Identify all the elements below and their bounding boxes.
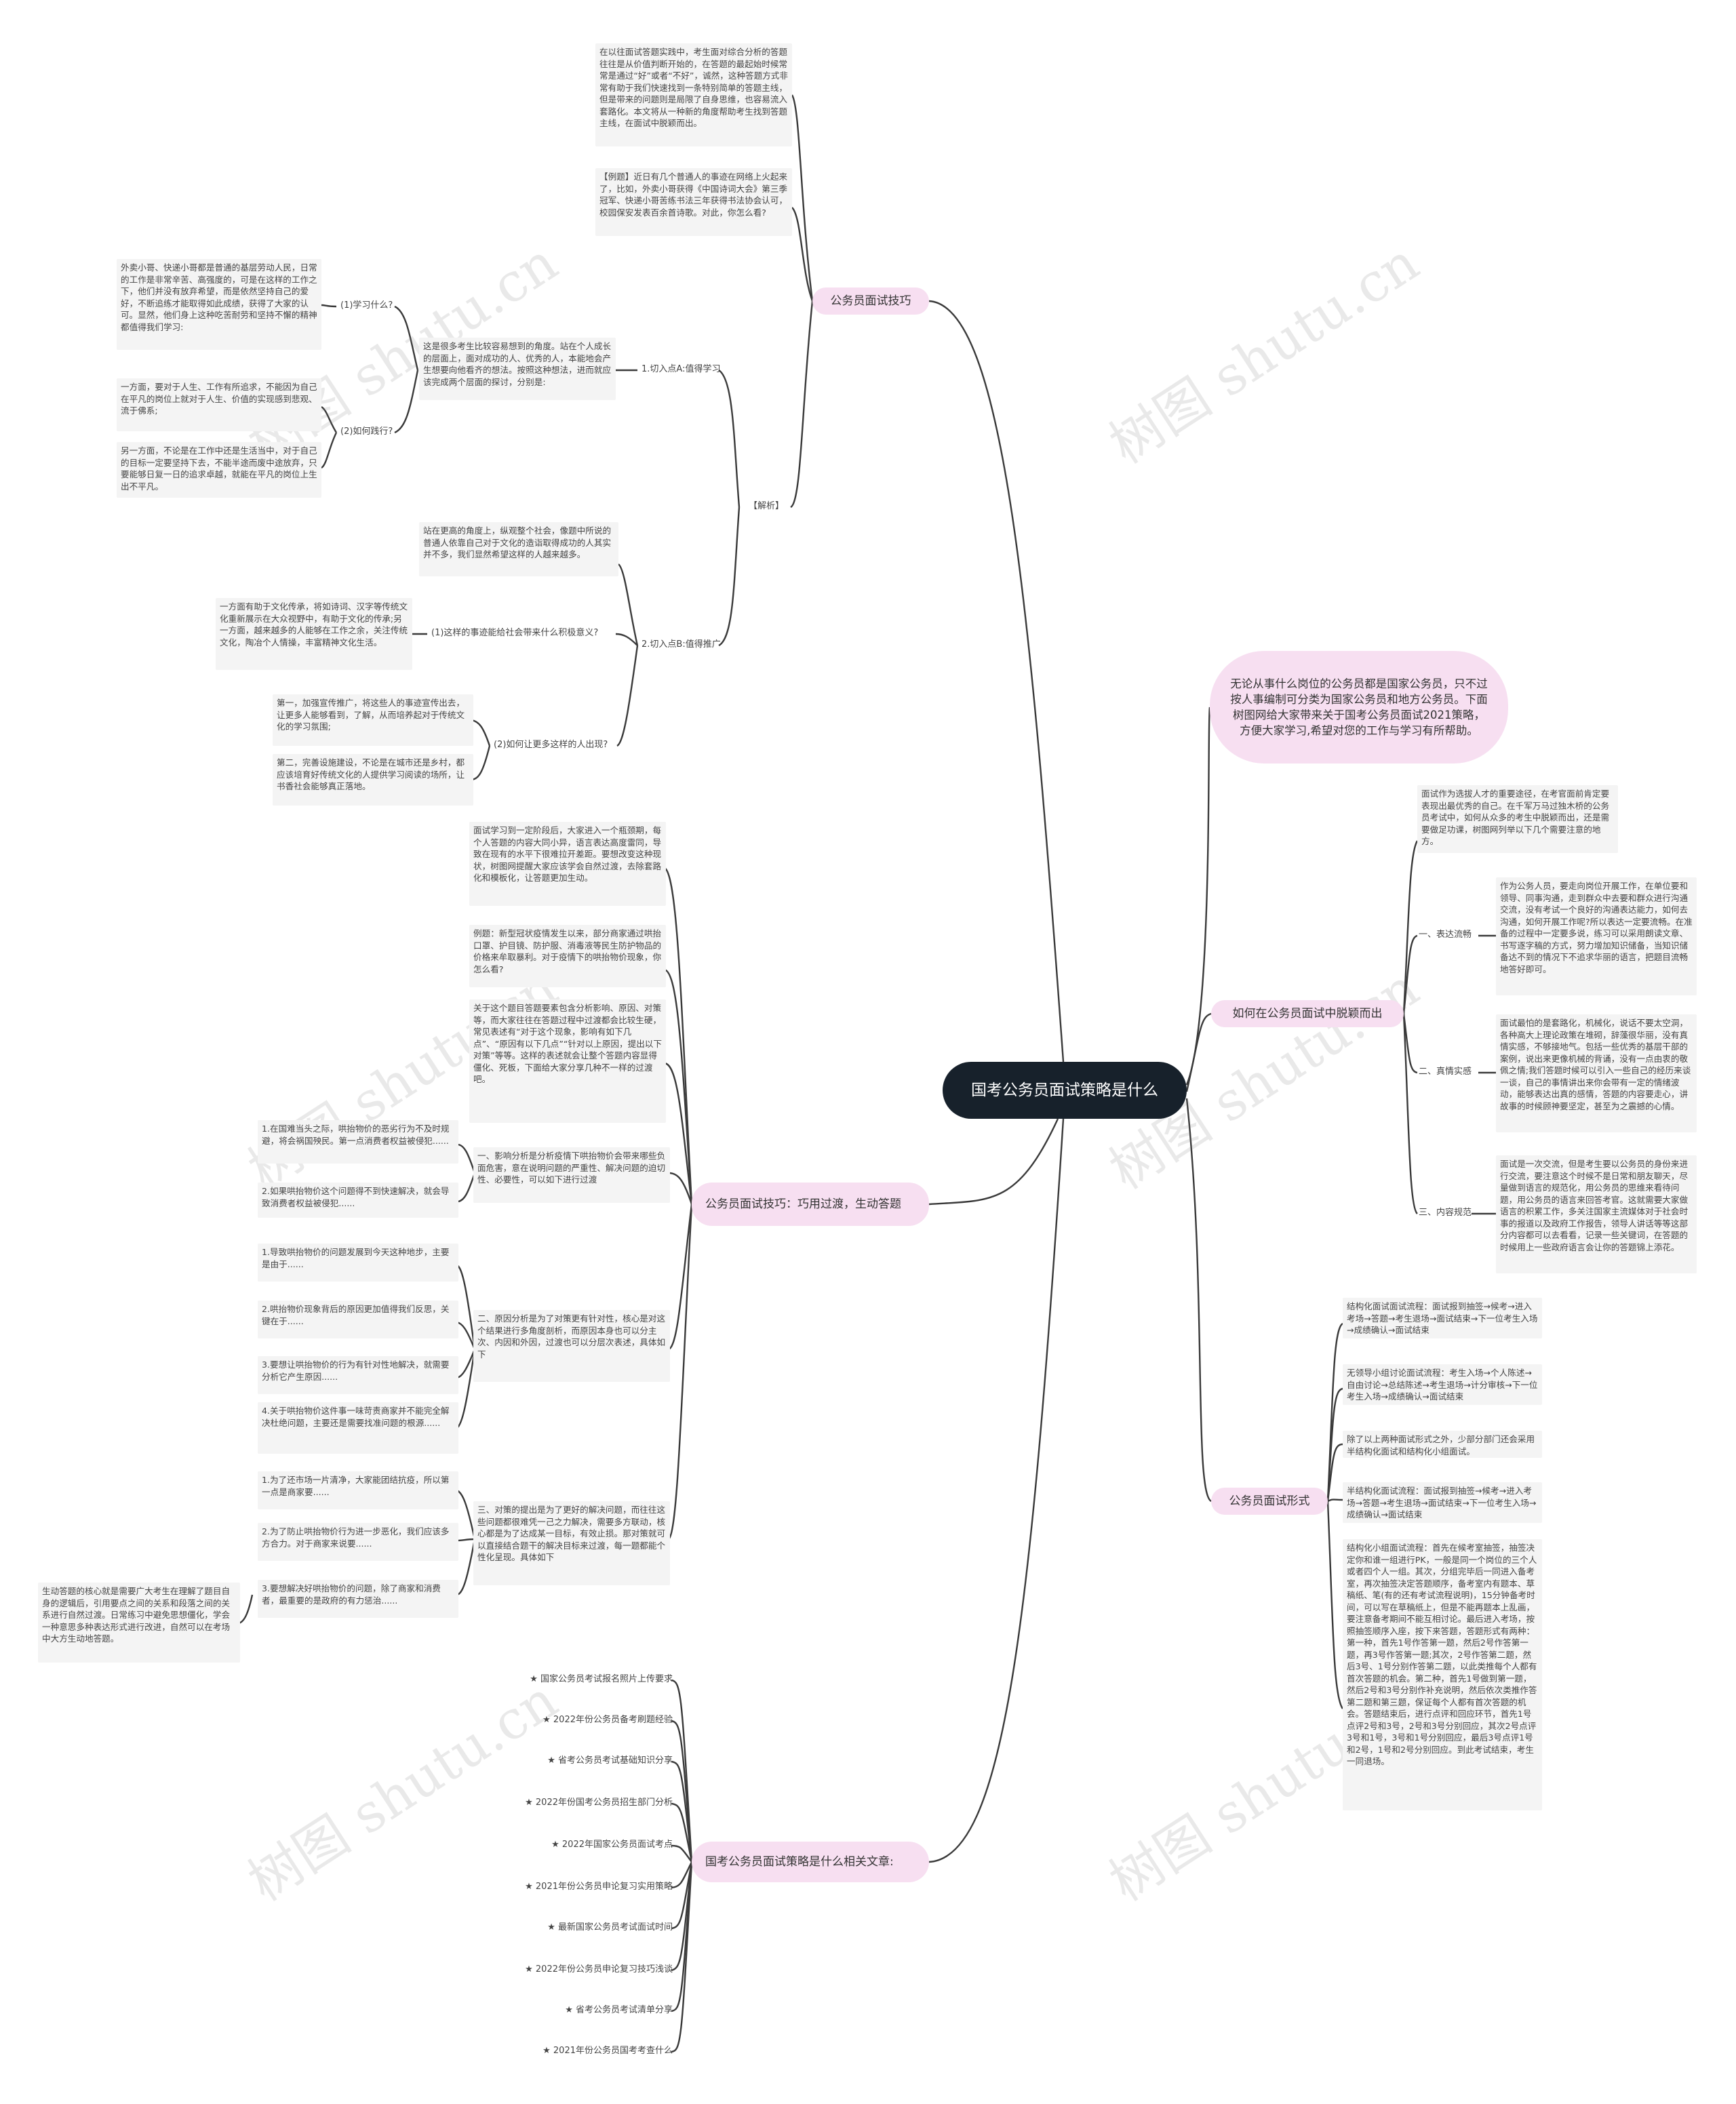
related-article-link[interactable]: ★ 省考公务员考试清单分享 — [565, 2005, 673, 2015]
intro-node[interactable]: 无论从事什么岗位的公务员都是国家公务员，只不过按人事编制可分类为国家公务员和地方… — [1210, 651, 1508, 763]
point-a-q2[interactable]: (2)如何践行? — [340, 426, 393, 437]
part3-item: 1.为了还市场一片清净，大家能团结抗疫，所以第一点是商家要...... — [258, 1471, 458, 1509]
standout-item1-label[interactable]: 一、表达流畅 — [1419, 930, 1472, 940]
standout-intro: 面试作为选拔人才的重要途径，在考官面前肯定要表现出最优秀的自己。在千军万马过独木… — [1417, 785, 1618, 853]
format-item: 半结构化面试流程：面试报到抽签→候考→进入考场→答题→考生退场→面试结束→下一位… — [1343, 1482, 1542, 1523]
transition-intro2: 例题：新型冠状疫情发生以来，部分商家通过哄抬口罩、护目镜、防护服、消毒液等民生防… — [469, 925, 666, 987]
related-article-link[interactable]: ★ 国家公务员考试报名照片上传要求 — [530, 1674, 673, 1684]
point-b-q2-text2: 第二，完善设施建设，不论是在城市还是乡村，都应该培育好传统文化的人提供学习阅读的… — [273, 754, 473, 806]
related-article-link[interactable]: ★ 2021年份公务员申论复习实用策略 — [525, 1882, 673, 1892]
skills-example-note: 【例题】近日有几个普通人的事迹在网络上火起来了，比如，外卖小哥获得《中国诗词大会… — [595, 168, 792, 236]
part2-text: 二、原因分析是为了对策更有针对性，核心是对这个结果进行多角度剖析，而原因本身也可… — [473, 1310, 670, 1382]
format-item: 除了以上两种面试形式之外，少部分部门还会采用半结构化面试和结构化小组面试。 — [1343, 1431, 1542, 1458]
point-a-q2-text1: 一方面，要对于人生、工作有所追求，不能因为自己在平凡的岗位上就对于人生、价值的实… — [117, 378, 321, 431]
part1-text: 一、影响分析是分析疫情下哄抬物价会带来哪些负面危害，意在说明问题的严重性、解决问… — [473, 1147, 670, 1203]
point-a-q1-text: 外卖小哥、快递小哥都是普通的基层劳动人民，日常的工作是非常辛苦、高强度的，可是在… — [117, 259, 321, 350]
point-b-q1-text: 一方面有助于文化传承，将如诗词、汉字等传统文化重新展示在大众视野中，有助于文化的… — [216, 598, 412, 670]
point-b-q2-text1: 第一，加强宣传推广，将这些人的事迹宣传出去，让更多人能够看到，了解，从而培养起对… — [273, 694, 473, 746]
point-a-desc: 这是很多考生比较容易想到的角度。站在个人成长的层面上，面对成功的人、优秀的人，本… — [419, 338, 616, 400]
point-a-q2-text2: 另一方面，不论是在工作中还是生活当中，对于自己的目标一定要坚持下去，不能半途而废… — [117, 442, 321, 498]
part3-text: 三、对策的提出是为了更好的解决问题，而往往这些问题都很难凭一己之力解决，需要多方… — [473, 1501, 670, 1585]
standout-item2-label[interactable]: 二、真情实感 — [1419, 1067, 1472, 1077]
point-b-label[interactable]: 2.切入点B:值得推广 — [642, 639, 721, 650]
part1-item: 1.在国难当头之际，哄抬物价的恶劣行为不及时规避，将会祸国殃民。第一点消费者权益… — [258, 1120, 458, 1164]
part2-item: 1.导致哄抬物价的问题发展到今天这种地步，主要是由于...... — [258, 1244, 458, 1282]
transition-summary: 生动答题的核心就是需要广大考生在理解了题目自身的逻辑后，引用要点之间的关系和段落… — [38, 1583, 240, 1663]
related-article-link[interactable]: ★ 2022年份公务员备考刷题经验 — [542, 1715, 673, 1725]
analysis-label[interactable]: 【解析】 — [749, 501, 785, 511]
related-article-link[interactable]: ★ 省考公务员考试基础知识分享 — [547, 1755, 673, 1766]
related-article-link[interactable]: ★ 2021年份公务员国考考查什么 — [542, 2046, 673, 2056]
transition-intro3: 关于这个题目答题要素包含分析影响、原因、对策等，而大家往往在答题过程中过渡都会比… — [469, 999, 666, 1123]
point-b-desc: 站在更高的角度上，纵观整个社会，像题中所说的普通人依靠自己对于文化的造诣取得成功… — [419, 522, 618, 576]
branch-standout[interactable]: 如何在公务员面试中脱颖而出 — [1211, 1000, 1404, 1027]
transition-intro1: 面试学习到一定阶段后，大家进入一个瓶颈期，每个人答题的内容大同小异，语言表达高度… — [469, 822, 666, 906]
related-article-link[interactable]: ★ 2022年国家公务员面试考点 — [551, 1840, 673, 1850]
branch-transition[interactable]: 公务员面试技巧：巧用过渡，生动答题 — [692, 1183, 929, 1226]
standout-item1-text: 作为公务人员，要走向岗位开展工作，在单位要和领导、同事沟通，走到群众中去要和群众… — [1496, 877, 1697, 995]
point-b-q1[interactable]: (1)这样的事迹能给社会带来什么积极意义? — [431, 628, 599, 638]
skills-intro-note: 在以往面试答题实践中，考生面对综合分析的答题往往是从价值判断开始的，在答题的最起… — [595, 43, 792, 146]
format-item: 无领导小组讨论面试流程：考生入场→个人陈述→自由讨论→总结陈述→考生退场→计分审… — [1343, 1364, 1542, 1405]
part1-item: 2.如果哄抬物价这个问题得不到快速解决，就会导致消费者权益被侵犯...... — [258, 1183, 458, 1218]
format-item: 结构化面试面试流程：面试报到抽签→候考→进入考场→答题→考生退场→面试结束→下一… — [1343, 1298, 1542, 1338]
part2-item: 2.哄抬物价现象背后的原因更加值得我们反思，关键在于...... — [258, 1301, 458, 1338]
point-a-label[interactable]: 1.切入点A:值得学习 — [642, 364, 721, 374]
standout-item2-text: 面试最怕的是套路化，机械化，说话不要太空洞，各种高大上理论政策在堆砌，辞藻很华丽… — [1496, 1014, 1697, 1132]
part2-item: 4.关于哄抬物价这件事一味苛责商家并不能完全解决杜绝问题，主要还是需要找准问题的… — [258, 1402, 458, 1454]
point-b-q2[interactable]: (2)如何让更多这样的人出现? — [494, 740, 608, 750]
point-a-q1[interactable]: (1)学习什么? — [340, 300, 393, 311]
branch-format[interactable]: 公务员面试形式 — [1211, 1488, 1328, 1515]
related-article-link[interactable]: ★ 2022年份公务员申论复习技巧浅谈 — [525, 1964, 673, 1974]
branch-related[interactable]: 国考公务员面试策略是什么相关文章: — [692, 1842, 929, 1882]
part2-item: 3.要想让哄抬物价的行为有针对性地解决，就需要分析它产生原因...... — [258, 1356, 458, 1394]
format-item: 结构化小组面试流程：首先在候考室抽签，抽签决定你和谁一组进行PK，一般是同一个岗… — [1343, 1539, 1542, 1810]
central-topic[interactable]: 国考公务员面试策略是什么 — [943, 1062, 1187, 1119]
related-article-link[interactable]: ★ 最新国家公务员考试面试时间 — [547, 1922, 673, 1932]
branch-skills[interactable]: 公务员面试技巧 — [812, 287, 929, 315]
standout-item3-label[interactable]: 三、内容规范 — [1419, 1208, 1472, 1218]
part3-item: 3.要想解决好哄抬物价的问题，除了商家和消费者，最重要的是政府的有力惩治....… — [258, 1580, 458, 1618]
related-article-link[interactable]: ★ 2022年份国考公务员招生部门分析 — [525, 1798, 673, 1808]
part3-item: 2.为了防止哄抬物价行为进一步恶化，我们应该多方合力。对于商家来说要...... — [258, 1523, 458, 1561]
standout-item3-text: 面试是一次交流，但是考生要以公务员的身份来进行交流，要注意这个时候不是日常和朋友… — [1496, 1155, 1697, 1273]
